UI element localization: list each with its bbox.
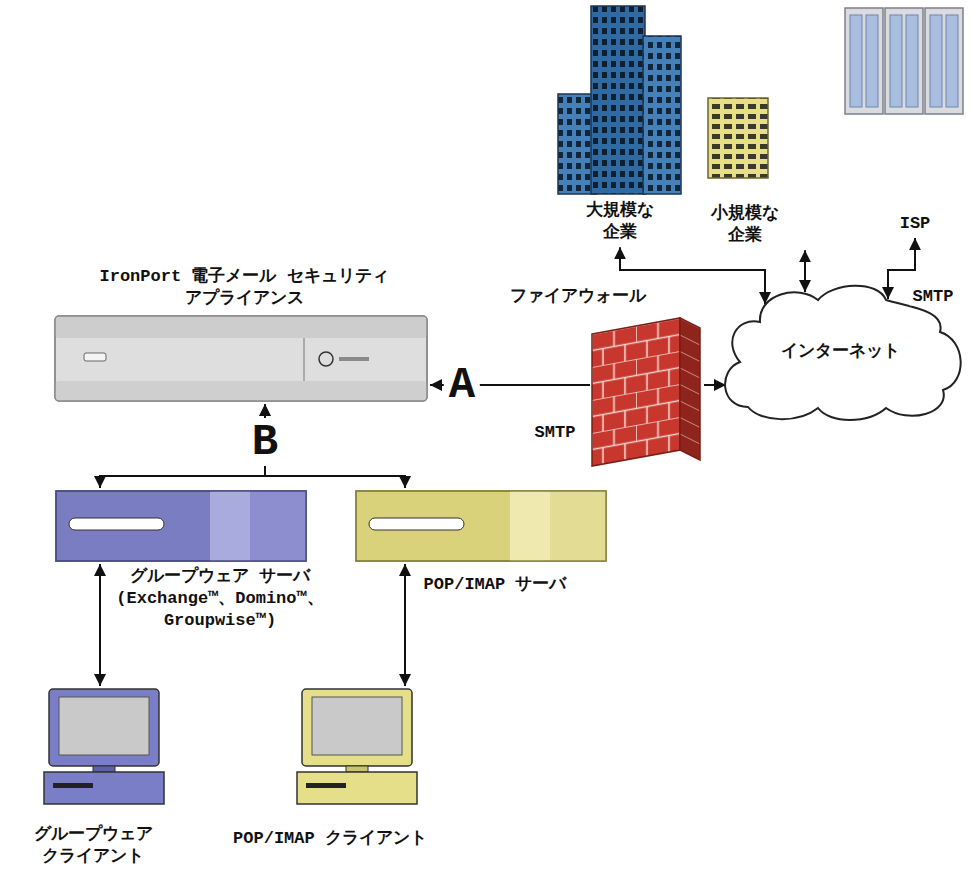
server-rack-part bbox=[906, 15, 918, 107]
desktop-computer-part bbox=[49, 689, 159, 766]
server-box-part bbox=[369, 518, 464, 530]
connector-arrow bbox=[100, 404, 265, 488]
desktop-computer-part bbox=[312, 697, 402, 755]
firewall-wall-part bbox=[680, 318, 700, 460]
office-building-part bbox=[708, 98, 768, 178]
desktop-computer bbox=[43, 688, 165, 806]
server-box-part bbox=[69, 518, 164, 530]
server-box-part bbox=[210, 491, 250, 561]
desktop-computer-part bbox=[93, 766, 115, 772]
appliance-unit-part bbox=[55, 316, 427, 338]
connector-arrow bbox=[804, 250, 806, 292]
desktop-computer-part bbox=[53, 783, 93, 788]
connector-arrow bbox=[99, 564, 101, 686]
node-label: POP/IMAP サーバ bbox=[410, 574, 580, 596]
connector-arrow bbox=[404, 564, 406, 686]
node-label: (Exchange™、Domino™、Groupwise™) bbox=[110, 588, 330, 632]
desktop-computer-part bbox=[306, 783, 346, 788]
groupware-server: グループウェア サーバ(Exchange™、Domino™、Groupwise™… bbox=[55, 490, 355, 632]
node-label: POP/IMAP クライアント bbox=[180, 828, 480, 850]
server-box-part bbox=[356, 491, 606, 561]
desktop-computer-part bbox=[297, 772, 417, 804]
appliance-unit-part bbox=[55, 316, 427, 401]
appliance-unit-part bbox=[55, 381, 427, 401]
cloud-shape-part bbox=[725, 286, 961, 420]
server-rack-part bbox=[946, 15, 958, 107]
desktop-computer-part bbox=[346, 766, 368, 772]
connector-arrow bbox=[265, 404, 405, 488]
pop-imap-server: POP/IMAP サーバ bbox=[355, 490, 615, 596]
desktop-computer-part bbox=[44, 772, 164, 804]
node-label: ファイアウォール bbox=[510, 286, 680, 308]
appliance-unit-part bbox=[55, 316, 427, 401]
email-appliance: IronPort 電子メール セキュリティ アプライアンス bbox=[54, 266, 434, 402]
server-box-part bbox=[56, 491, 306, 561]
server-box bbox=[355, 490, 607, 562]
server-rack-part bbox=[925, 8, 963, 114]
appliance-unit-part bbox=[84, 353, 106, 361]
office-building bbox=[700, 94, 790, 199]
server-rack bbox=[843, 6, 965, 211]
server-rack-part bbox=[885, 8, 923, 114]
callout-letter: A bbox=[444, 361, 480, 409]
node-label: グループウェア クライアント bbox=[8, 824, 178, 868]
node-label: 小規模な 企業 bbox=[700, 203, 790, 247]
pop-imap-client: POP/IMAP クライアント bbox=[180, 688, 480, 850]
appliance-unit bbox=[54, 315, 428, 402]
appliance-unit-part bbox=[339, 357, 369, 361]
server-rack-part bbox=[866, 15, 878, 107]
node-label: インターネット bbox=[741, 341, 941, 363]
server-rack-part bbox=[890, 15, 902, 107]
groupware-client: グループウェア クライアント bbox=[8, 688, 178, 868]
node-label: IronPort 電子メール セキュリティ アプライアンス bbox=[94, 266, 394, 310]
appliance-unit-part bbox=[319, 352, 333, 366]
appliance-unit-part bbox=[303, 338, 305, 381]
node-label: ISP bbox=[863, 213, 967, 235]
office-building bbox=[555, 4, 685, 196]
large-company: 大規模な 企業 bbox=[555, 4, 685, 244]
server-rack-part bbox=[850, 15, 862, 107]
protocol-label: SMTP bbox=[532, 423, 579, 442]
office-building-part bbox=[643, 36, 681, 194]
server-box-part bbox=[250, 491, 306, 561]
protocol-label: SMTP bbox=[910, 287, 957, 306]
firewall-wall-part bbox=[592, 318, 680, 466]
node-label: 大規模な 企業 bbox=[575, 200, 665, 244]
server-rack-part bbox=[845, 8, 883, 114]
firewall-wall bbox=[592, 314, 702, 470]
desktop-computer-part bbox=[59, 697, 149, 755]
server-box-part bbox=[56, 491, 306, 561]
isp-rack: ISP bbox=[843, 6, 967, 235]
server-box-part bbox=[356, 491, 606, 561]
server-box-part bbox=[550, 491, 606, 561]
office-building-part bbox=[591, 6, 645, 194]
small-company: 小規模な 企業 bbox=[700, 94, 812, 247]
server-box-part bbox=[510, 491, 550, 561]
desktop-computer bbox=[296, 688, 418, 806]
connector-arrow bbox=[704, 384, 726, 386]
firewall: ファイアウォール bbox=[500, 286, 712, 470]
node-label: グループウェア サーバ bbox=[110, 566, 330, 588]
callout-letter: B bbox=[247, 418, 283, 466]
server-rack-part bbox=[930, 15, 942, 107]
desktop-computer-part bbox=[302, 689, 412, 766]
server-box bbox=[55, 490, 307, 562]
